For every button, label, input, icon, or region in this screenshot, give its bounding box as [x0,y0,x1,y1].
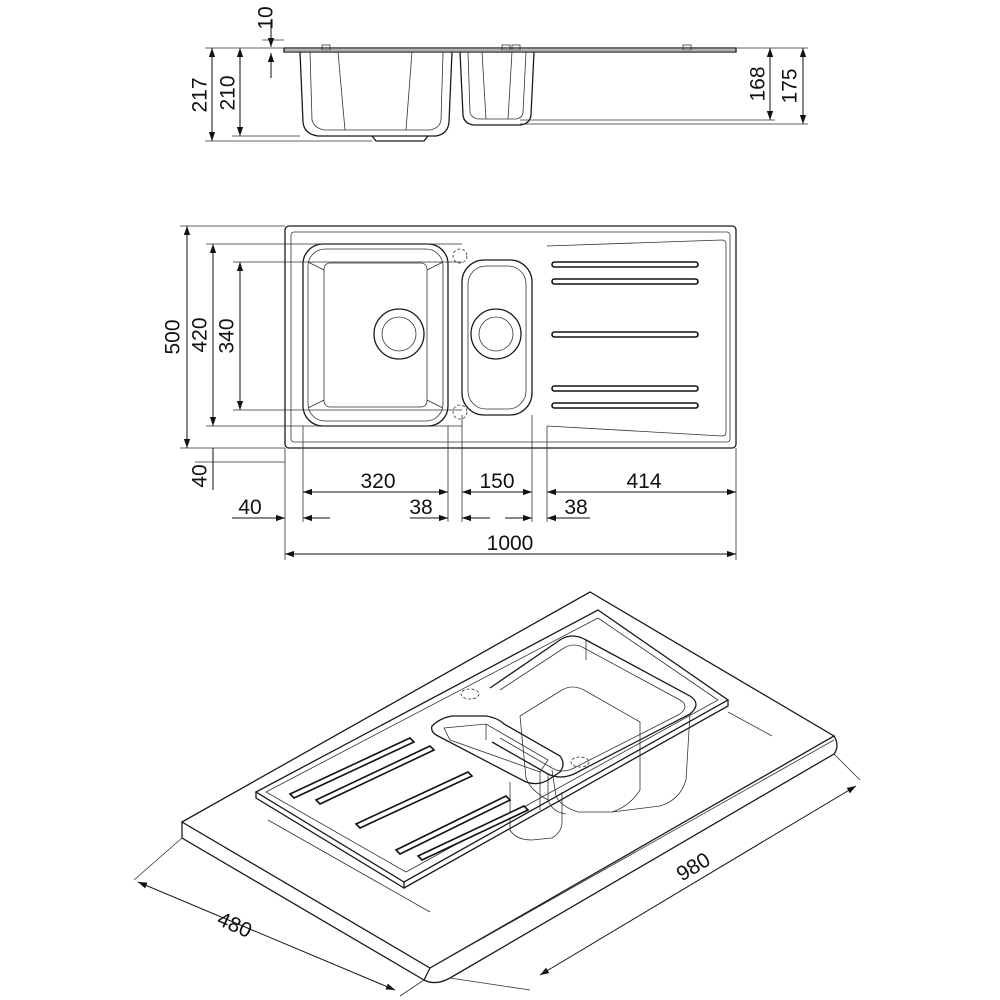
dim-bowl-length: 340 [216,318,239,353]
dim-bowl-depth-inner: 210 [217,75,240,110]
dim-small-bowl-depth-outer: 168 [747,66,770,101]
dim-cutout-width: 980 [673,848,715,886]
dim-overall-depth: 500 [162,319,185,354]
dim-flange-thickness: 10 [255,6,278,29]
dim-gap-left: 38 [409,496,432,519]
dim-inner-depth: 420 [189,317,212,352]
dim-overall-width: 1000 [487,532,534,555]
dim-drainer-width: 414 [626,470,661,493]
dim-edge-margin-left: 40 [238,496,261,519]
isometric-view: 480 980 [133,591,861,997]
dim-small-bowl-width: 150 [479,470,514,493]
dim-edge-margin-bottom: 40 [189,464,212,487]
dim-bowl-depth-outer: 217 [189,77,212,112]
dim-main-bowl-width: 320 [360,470,395,493]
dim-small-bowl-depth-inner: 175 [779,68,802,103]
top-view: 500 420 340 40 320 150 414 40 38 38 1000 [162,225,737,560]
dim-gap-right: 38 [564,496,587,519]
dim-cutout-depth: 480 [214,907,255,942]
side-view: 10 217 210 168 175 [189,6,808,142]
